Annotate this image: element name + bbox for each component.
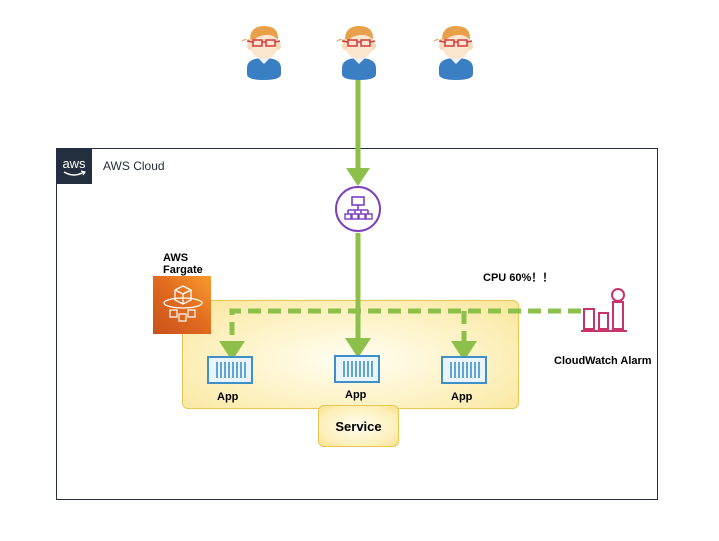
app-container-icon — [207, 356, 253, 384]
alarm-to-app-left-arrowhead — [219, 341, 245, 361]
fargate-label-line2: Fargate — [163, 264, 203, 276]
app-label-2: App — [345, 389, 367, 401]
lb-to-app-arrowhead — [345, 338, 371, 358]
aws-cloud-label: AWS Cloud — [103, 159, 165, 173]
aws-logo-text: aws — [62, 156, 86, 171]
cloudwatch-alarm-label: CloudWatch Alarm — [554, 355, 652, 367]
app-container-icon — [334, 355, 380, 383]
fargate-label: AWS Fargate — [163, 252, 203, 276]
user-icon — [241, 26, 281, 80]
user-figure-1 — [237, 18, 291, 82]
fargate-label-line1: AWS — [163, 252, 189, 264]
user-icon — [336, 26, 376, 80]
user-figure-3 — [429, 18, 483, 82]
cloudwatch-alarm-icon — [580, 287, 630, 333]
user-to-lb-arrowhead — [346, 168, 370, 186]
alarm-dashed-line — [229, 308, 581, 345]
load-balancer-icon — [333, 185, 383, 235]
service-label: Service — [335, 418, 382, 434]
cpu-annotation: CPU 60%！！ — [483, 272, 554, 284]
app-label-3: App — [451, 391, 473, 403]
app-container-icon — [441, 356, 487, 384]
fargate-icon — [153, 276, 211, 334]
service-box: Service — [318, 405, 399, 447]
user-figure-2 — [332, 18, 386, 82]
alarm-to-app-right-arrowhead — [451, 341, 477, 361]
user-icon — [433, 26, 473, 80]
app-label-1: App — [217, 391, 239, 403]
aws-logo-icon: aws — [56, 148, 92, 184]
